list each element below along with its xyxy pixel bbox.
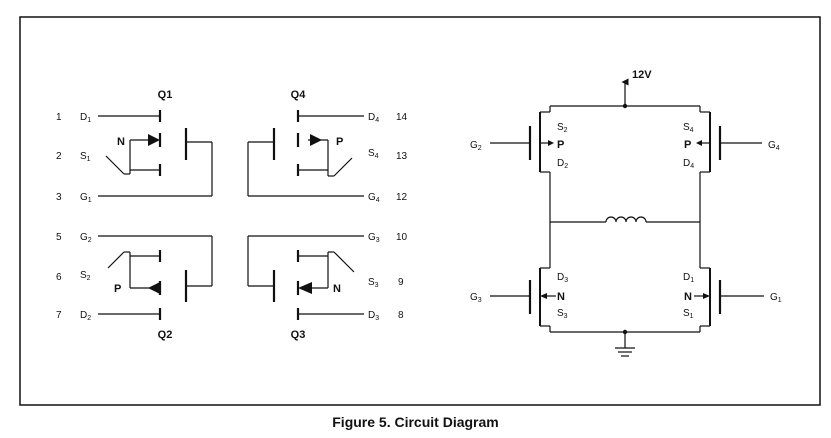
terminal-label-s4: S4 — [683, 122, 694, 134]
channel-top-right: P — [684, 139, 691, 151]
transistor-q1 — [98, 110, 213, 197]
channel-q4: P — [336, 136, 343, 148]
gate-label-g1: G1 — [770, 292, 782, 304]
pin-number: 5 — [56, 232, 62, 243]
mosfet-bottom-right — [694, 262, 764, 332]
pin-label: S4 — [368, 148, 379, 160]
mosfet-top-left — [490, 106, 554, 222]
terminal-label-s3: S3 — [557, 308, 568, 320]
terminal-label-d4: D4 — [683, 158, 694, 170]
pin-label: D1 — [80, 112, 91, 124]
inductor — [605, 216, 647, 223]
pin-number: 10 — [396, 232, 408, 243]
label-q1: Q1 — [158, 89, 173, 101]
pin-label: D3 — [368, 310, 379, 322]
terminal-label-d1: D1 — [683, 272, 694, 284]
pin-number: 1 — [56, 112, 62, 123]
channel-bottom-left: N — [557, 291, 565, 303]
terminal-label-s1: S1 — [683, 308, 694, 320]
figure-caption: Figure 5. Circuit Diagram — [332, 414, 499, 430]
pin-label: S2 — [80, 270, 91, 282]
pin-label: G2 — [80, 232, 92, 244]
label-q3: Q3 — [291, 329, 306, 341]
pin-number: 9 — [398, 277, 404, 288]
channel-q2: P — [114, 283, 121, 295]
pin-number: 14 — [396, 112, 408, 123]
ground-symbol — [615, 332, 635, 357]
package-pinout — [98, 110, 364, 320]
pin-label: G4 — [368, 192, 380, 204]
terminal-label-s2: S2 — [557, 122, 568, 134]
pin-label: S1 — [80, 151, 91, 163]
channel-q3: N — [333, 283, 341, 295]
pin-label: D2 — [80, 310, 91, 322]
pin-number: 13 — [396, 151, 408, 162]
pin-number: 12 — [396, 192, 408, 203]
transistor-q4 — [247, 110, 364, 197]
gate-label-g4: G4 — [768, 140, 780, 152]
channel-bottom-right: N — [684, 291, 692, 303]
pin-number: 2 — [56, 151, 62, 162]
supply-label: 12V — [632, 69, 652, 81]
terminal-label-d3: D3 — [557, 272, 568, 284]
pin-number: 6 — [56, 272, 62, 283]
transistor-q2 — [98, 235, 213, 320]
pin-label: G3 — [368, 232, 380, 244]
h-bridge-schematic — [490, 78, 764, 357]
label-q4: Q4 — [291, 89, 307, 101]
pin-number: 8 — [398, 310, 404, 321]
gate-label-g2: G2 — [470, 140, 482, 152]
transistor-q3 — [247, 235, 364, 320]
channel-top-left: P — [557, 139, 564, 151]
pin-label: D4 — [368, 112, 379, 124]
figure-frame — [19, 16, 821, 406]
terminal-label-d2: D2 — [557, 158, 568, 170]
pin-label: G1 — [80, 192, 92, 204]
mosfet-top-right — [696, 106, 762, 222]
pin-label: S3 — [368, 277, 379, 289]
label-q2: Q2 — [158, 329, 173, 341]
pin-number: 3 — [56, 192, 62, 203]
gate-label-g3: G3 — [470, 292, 482, 304]
mosfet-bottom-left — [490, 262, 556, 332]
channel-q1: N — [117, 136, 125, 148]
pin-number: 7 — [56, 310, 62, 321]
